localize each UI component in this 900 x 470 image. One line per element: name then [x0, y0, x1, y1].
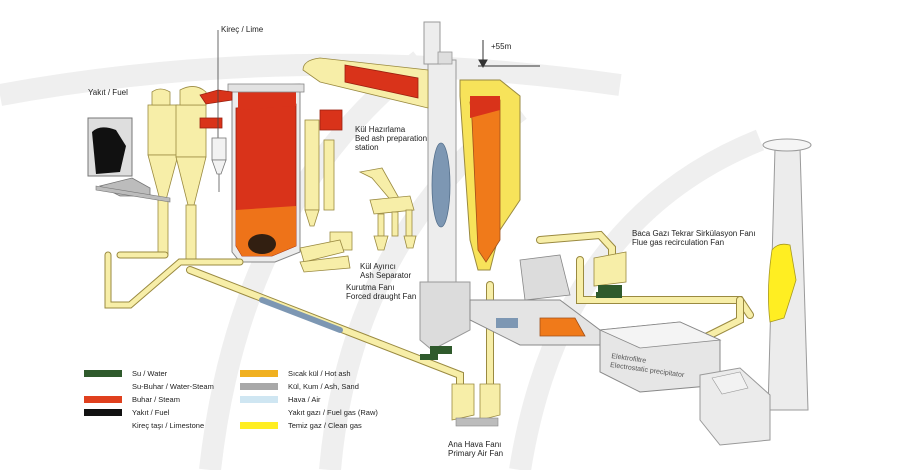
legend-swatch [240, 396, 278, 403]
fd-fan-label: Kurutma Fanı Forced draught Fan [346, 283, 416, 301]
legend: Su / Water Su-Buhar / Water-Steam Buhar … [84, 369, 414, 449]
ash-prep-label-en2: station [355, 143, 379, 152]
lime-label: Kireç / Lime [221, 25, 264, 34]
fuel-hopper [87, 117, 171, 203]
legend-swatch [84, 409, 122, 416]
legend-swatch [84, 422, 122, 429]
fd-fan-label-en: Forced draught Fan [346, 292, 417, 301]
primary-air-fan [451, 383, 501, 427]
legend-label: Kireç taşı / Limestone [132, 421, 205, 430]
pa-fan-label: Ana Hava Fanı Primary Air Fan [448, 440, 503, 458]
legend-swatch [84, 396, 122, 403]
furnace [227, 83, 305, 263]
ash-sep-label-tr: Kül Ayırıcı [360, 262, 396, 271]
legend-label: Hava / Air [288, 395, 321, 404]
lime-silo [211, 30, 227, 192]
elevation-label: +55m [491, 42, 512, 51]
legend-label: Buhar / Steam [132, 395, 180, 404]
fd-fan-label-tr: Kurutma Fanı [346, 283, 395, 292]
chimney [762, 138, 812, 411]
legend-label: Yakıt / Fuel [132, 408, 170, 417]
ash-prep-station [358, 167, 417, 251]
legend-swatch [240, 383, 278, 390]
legend-label: Su / Water [132, 369, 168, 378]
flue-gas-fan [593, 251, 627, 295]
pa-fan-label-en: Primary Air Fan [448, 449, 504, 458]
fan-bases [420, 292, 622, 360]
legend-swatch [84, 370, 122, 377]
legend-label: Su-Buhar / Water-Steam [132, 382, 214, 391]
backpass [459, 79, 521, 271]
top-duct [302, 57, 429, 109]
pa-fan-label-tr: Ana Hava Fanı [448, 440, 502, 449]
ash-separator [299, 231, 353, 273]
central-column [419, 21, 471, 351]
legend-label: Yakıt gazı / Fuel gas (Raw) [288, 408, 378, 417]
flue-fan-label-en: Flue gas recirculation Fan [632, 238, 725, 247]
legend-label: Temiz gaz / Clean gas [288, 421, 362, 430]
ash-prep-label: Kül Hazırlama Bed ash preparation statio… [355, 125, 427, 152]
flue-fan-label: Baca Gazı Tekrar Sirkülasyon Fanı Flue g… [632, 229, 755, 247]
legend-swatch [240, 409, 278, 416]
ash-prep-label-tr: Kül Hazırlama [355, 125, 406, 134]
legend-swatch [240, 422, 278, 429]
legend-label: Kül, Kum / Ash, Sand [288, 382, 359, 391]
ash-sep-label: Kül Ayırıcı Ash Separator [360, 262, 411, 280]
fuel-label: Yakıt / Fuel [88, 88, 128, 97]
side-columns [304, 109, 343, 227]
flue-fan-label-tr: Baca Gazı Tekrar Sirkülasyon Fanı [632, 229, 756, 238]
legend-swatch [240, 370, 278, 377]
ash-prep-label-en1: Bed ash preparation [355, 134, 428, 143]
legend-label: Sıcak kül / Hot ash [288, 369, 351, 378]
ash-sep-label-en: Ash Separator [360, 271, 412, 280]
piping [104, 230, 754, 399]
precipitator [598, 321, 771, 446]
lower-duct [469, 254, 601, 346]
elevation-marker [478, 40, 540, 69]
legend-swatch [84, 383, 122, 390]
